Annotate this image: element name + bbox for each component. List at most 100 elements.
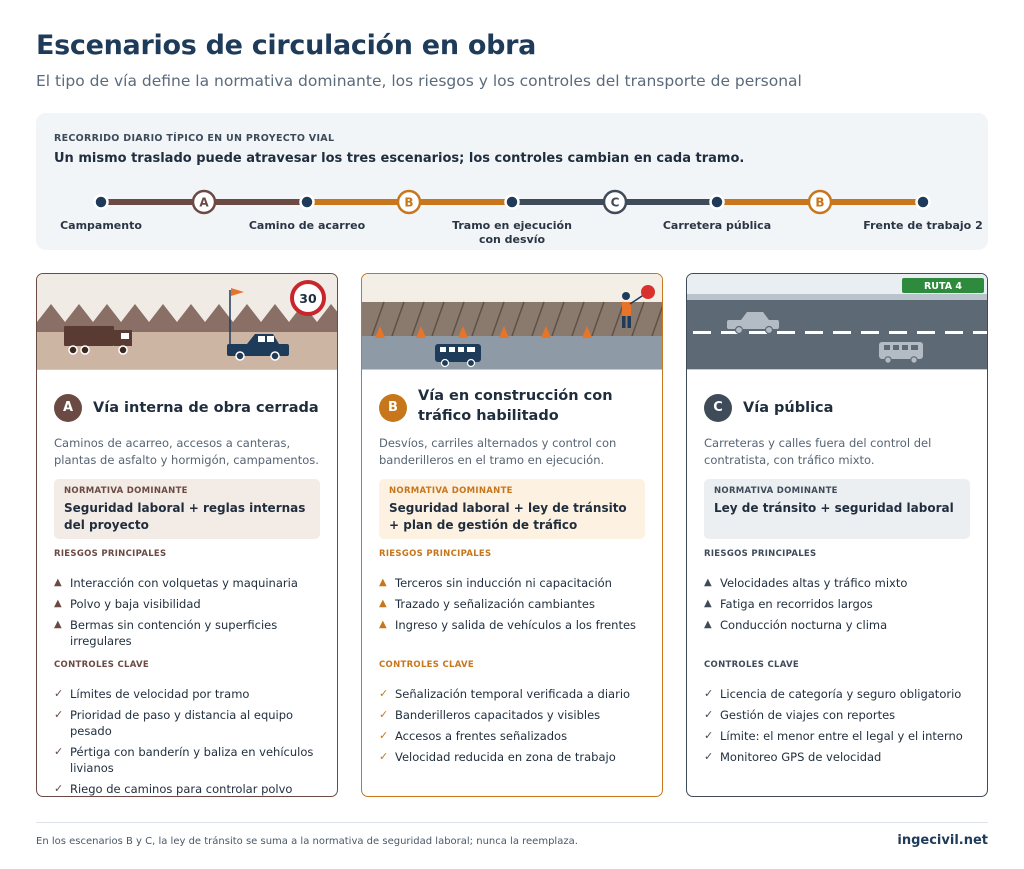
page-title: Escenarios de circulación en obra (36, 30, 537, 61)
scenario-badge-a: A (54, 394, 82, 422)
bus-icon (879, 342, 923, 364)
warning-triangle-icon: ▲ (54, 577, 62, 588)
list-item: ✓Riego de caminos para controlar polvo (54, 782, 293, 796)
controls-kicker-a: CONTROLES CLAVE (54, 660, 149, 670)
segment-badge-b: B (396, 189, 422, 215)
check-icon: ✓ (704, 750, 714, 763)
risks-kicker-c: RIESGOS PRINCIPALES (704, 549, 817, 559)
stop-label-4: Carretera pública (662, 219, 772, 232)
warning-triangle-icon: ▲ (379, 619, 387, 630)
list-item: ✓Señalización temporal verificada a diar… (379, 687, 631, 701)
list-item: ▲Conducción nocturna y clima (704, 618, 888, 632)
stop-label-2: Camino de acarreo (248, 219, 366, 232)
warning-triangle-icon: ▲ (704, 598, 712, 609)
check-icon: ✓ (379, 687, 389, 700)
risks-list-a: ▲Interacción con volquetas y maquinaria … (54, 575, 326, 654)
list-item: ✓Accesos a frentes señalizados (379, 729, 568, 743)
check-icon: ✓ (54, 687, 64, 700)
check-icon: ✓ (54, 745, 64, 758)
normative-box-b: NORMATIVA DOMINANTE Seguridad laboral + … (379, 479, 645, 539)
controls-kicker-b: CONTROLES CLAVE (379, 660, 474, 670)
segment-badge-c: C (602, 189, 628, 215)
stop-dot-4 (709, 194, 725, 210)
check-icon: ✓ (704, 687, 714, 700)
scenario-card-b: B Vía en construcción con tráfico habili… (361, 273, 663, 797)
list-item: ✓Velocidad reducida en zona de trabajo (379, 750, 616, 764)
haul-road-illustration: 30 (37, 274, 337, 370)
svg-text:A: A (199, 196, 209, 210)
stop-dot-3 (504, 194, 520, 210)
list-item: ▲Trazado y señalización cambiantes (379, 597, 595, 611)
list-item: ▲Fatiga en recorridos largos (704, 597, 873, 611)
normative-kicker-c: NORMATIVA DOMINANTE (714, 486, 838, 496)
warning-triangle-icon: ▲ (54, 598, 62, 609)
svg-text:30: 30 (299, 291, 317, 306)
scenario-card-a: 30 A Vía interna de obra cerrada Caminos… (36, 273, 338, 797)
normative-text-c: Ley de tránsito + seguridad laboral (714, 501, 954, 515)
scenario-badge-b: B (379, 394, 407, 422)
warning-triangle-icon: ▲ (379, 598, 387, 609)
pickup-truck-icon (227, 288, 289, 361)
list-item: ▲Polvo y baja visibilidad (54, 597, 201, 611)
card-title-a: Vía interna de obra cerrada (93, 400, 319, 416)
page-subtitle: El tipo de vía define la normativa domin… (36, 72, 802, 90)
svg-text:RUTA 4: RUTA 4 (924, 281, 962, 292)
segment-badge-a: A (191, 189, 217, 215)
list-item: ✓Monitoreo GPS de velocidad (704, 750, 882, 764)
warning-triangle-icon: ▲ (704, 577, 712, 588)
list-item: ✓Límites de velocidad por tramo (54, 687, 250, 701)
normative-kicker-a: NORMATIVA DOMINANTE (64, 486, 188, 496)
speed-limit-sign-icon: 30 (290, 280, 326, 316)
scenario-badge-c: C (704, 394, 732, 422)
controls-list-a: ✓Límites de velocidad por tramo ✓Priorid… (54, 686, 326, 796)
normative-text-a: Seguridad laboral + reglas internas del … (64, 501, 306, 532)
route-stop-dots (93, 194, 931, 210)
check-icon: ✓ (704, 708, 714, 721)
list-item: ✓Pértiga con banderín y baliza en vehícu… (54, 745, 314, 775)
traffic-cone-icons (375, 326, 592, 338)
footer-note: En los escenarios B y C, la ley de tráns… (36, 836, 578, 847)
check-icon: ✓ (379, 708, 389, 721)
card-title-b: Vía en construcción con tráfico habilita… (418, 388, 613, 424)
warning-triangle-icon: ▲ (704, 619, 712, 630)
segment-badge-b2: B (807, 189, 833, 215)
bus-icon (435, 344, 481, 368)
check-icon: ✓ (379, 750, 389, 763)
card-description-a: Caminos de acarreo, accesos a canteras, … (54, 436, 319, 467)
check-icon: ✓ (704, 729, 714, 742)
stop-dot-5 (915, 194, 931, 210)
card-description-b: Desvíos, carriles alternados y control c… (379, 436, 617, 467)
scenario-card-c: RUTA 4 C Vía pública Carreteras y calles… (686, 273, 988, 797)
stop-label-1: Campamento (60, 219, 142, 232)
list-item: ✓Licencia de categoría y seguro obligato… (704, 687, 962, 701)
footer-brand-link[interactable]: ingecivil.net (897, 833, 988, 848)
dump-truck-icon (64, 326, 132, 355)
normative-box-a: NORMATIVA DOMINANTE Seguridad laboral + … (54, 479, 320, 539)
normative-kicker-b: NORMATIVA DOMINANTE (389, 486, 513, 496)
route-panel: RECORRIDO DIARIO TÍPICO EN UN PROYECTO V… (36, 113, 988, 250)
risks-kicker-a: RIESGOS PRINCIPALES (54, 549, 167, 559)
list-item: ✓Límite: el menor entre el legal y el in… (704, 729, 963, 743)
card-description-c: Carreteras y calles fuera del control de… (704, 436, 932, 467)
route-kicker: RECORRIDO DIARIO TÍPICO EN UN PROYECTO V… (54, 133, 335, 144)
list-item: ▲Bermas sin contención y superficies irr… (54, 618, 278, 648)
public-road-illustration: RUTA 4 (687, 274, 987, 370)
controls-kicker-c: CONTROLES CLAVE (704, 660, 799, 670)
route-sign-icon: RUTA 4 (902, 278, 984, 293)
work-zone-illustration (362, 274, 662, 370)
risks-kicker-b: RIESGOS PRINCIPALES (379, 549, 492, 559)
car-icon (727, 312, 779, 335)
list-item: ▲Velocidades altas y tráfico mixto (704, 576, 908, 590)
stop-dot-1 (93, 194, 109, 210)
list-item: ✓Gestión de viajes con reportes (704, 708, 896, 722)
controls-list-c: ✓Licencia de categoría y seguro obligato… (704, 686, 976, 770)
stop-label-5: Frente de trabajo 2 (863, 219, 983, 232)
normative-box-c: NORMATIVA DOMINANTE Ley de tránsito + se… (704, 479, 970, 539)
list-item: ▲Interacción con volquetas y maquinaria (54, 576, 298, 590)
route-lead: Un mismo traslado puede atravesar los tr… (54, 151, 745, 166)
svg-text:B: B (815, 196, 824, 210)
list-item: ▲Terceros sin inducción ni capacitación (379, 576, 612, 590)
risks-list-b: ▲Terceros sin inducción ni capacitación … (379, 575, 651, 638)
check-icon: ✓ (54, 782, 64, 795)
svg-text:B: B (404, 196, 413, 210)
